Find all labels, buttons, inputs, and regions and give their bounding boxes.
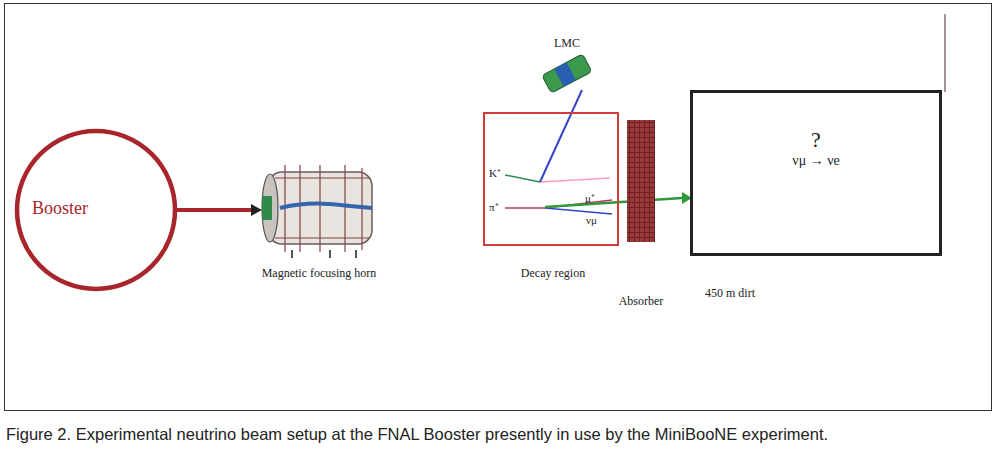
decay-tracks bbox=[505, 90, 692, 214]
oscillation-label: νμ → νe bbox=[792, 153, 839, 170]
lmc-monitor: LMC bbox=[542, 56, 592, 92]
particle-label: μ⁺ bbox=[585, 190, 595, 205]
part-label: LMC bbox=[542, 36, 592, 51]
particle-label: νμ bbox=[586, 214, 597, 226]
absorber-block: Absorber bbox=[627, 120, 655, 242]
focusing-horn: Magnetic focusing horn bbox=[262, 160, 376, 258]
part-label: Decay region bbox=[485, 266, 621, 281]
ring-label: Booster bbox=[32, 198, 88, 219]
particle-label: K⁺ bbox=[489, 165, 501, 180]
beam-line bbox=[176, 204, 262, 216]
decay-region: Decay region bbox=[483, 112, 619, 246]
distance-label: 450 m dirt bbox=[700, 286, 760, 301]
lmc-device bbox=[542, 54, 592, 93]
marker-line bbox=[944, 14, 946, 92]
figure-caption: Figure 2. Experimental neutrino beam set… bbox=[6, 424, 992, 445]
detector-box: ?νμ → νe bbox=[690, 90, 942, 256]
booster-ring: Booster bbox=[14, 128, 178, 292]
part-label: Absorber bbox=[591, 294, 691, 309]
question-mark: ? bbox=[811, 127, 821, 153]
absorber-hatch bbox=[627, 120, 655, 242]
particle-label: π⁺ bbox=[489, 199, 499, 214]
part-label: Magnetic focusing horn bbox=[248, 266, 390, 281]
horn-drawing bbox=[262, 165, 372, 258]
